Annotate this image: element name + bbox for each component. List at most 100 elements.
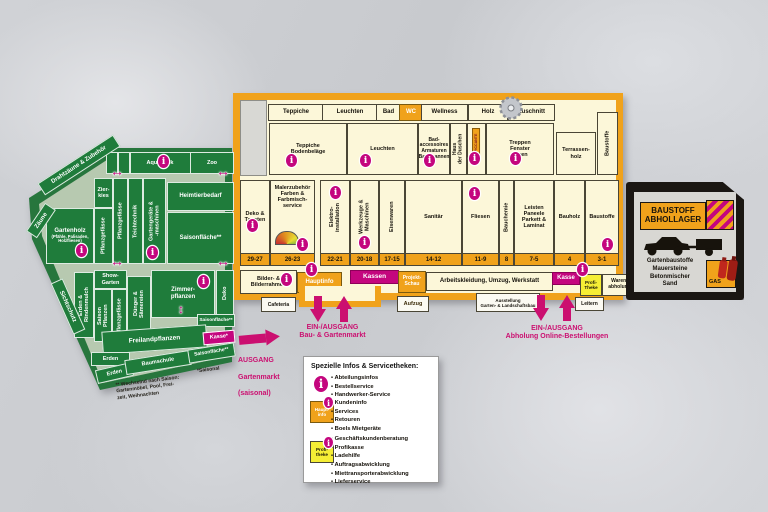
info-icon: i xyxy=(76,244,87,257)
aisle-4: 4 xyxy=(554,253,585,266)
dept-piccante-showcase: PICCANTE xyxy=(467,123,486,175)
aisle-26-23: 26-23 xyxy=(270,253,315,266)
dept-malerzubehoer: Malerzubehör Farben & Farbmisch- service xyxy=(270,180,315,258)
passage-arrow-icon: ↔ xyxy=(110,253,124,269)
exit-label-line: Gartenmarkt xyxy=(238,373,280,381)
strip-wc: WC xyxy=(399,104,423,121)
building-material-pickup-yard: BAUSTOFF ABHOLLAGER Gartenbaustoffe Maue… xyxy=(626,182,744,300)
dept-bad-accessoires: Bad- accessoires Armaturen Badewannen xyxy=(418,123,450,175)
legend-hauptinfo-list: KundeninfoServicesRetourenBoels Mietgerä… xyxy=(331,399,435,434)
aisle-20-18: 20-18 xyxy=(350,253,379,266)
legend-item: Ladehilfe xyxy=(331,452,437,461)
entrance-arrow-up-icon xyxy=(559,295,575,321)
info-icon: i xyxy=(602,238,613,251)
gas-bottles-icon xyxy=(717,255,738,281)
legend-item: Abteilungsinfos xyxy=(331,374,435,383)
pickup-yard-panel: BAUSTOFF ABHOLLAGER Gartenbaustoffe Maue… xyxy=(634,192,738,292)
strip-leuchten: Leuchten xyxy=(322,104,378,121)
entrance-arrow-down-icon xyxy=(533,295,549,321)
strip-bad: Bad xyxy=(376,104,401,121)
info-icon: i xyxy=(281,273,292,286)
profitheke-legend-label: Profi- theke xyxy=(315,446,328,457)
info-icon: i xyxy=(324,397,333,408)
exit-label-line: AUSGANG xyxy=(238,357,274,365)
aisle-7-5: 7-5 xyxy=(514,253,554,266)
exit-label-gartenmarkt: AUSGANG Gartenmarkt (saisonal) xyxy=(238,349,308,399)
info-icon: i xyxy=(324,437,333,448)
info-icon: i xyxy=(360,154,371,167)
entrance-arrow-down-icon xyxy=(310,296,326,322)
aisle-8: 8 xyxy=(499,253,514,266)
legend-item: Lieferservice xyxy=(331,478,437,487)
info-icon: i xyxy=(314,376,328,392)
dept-heimtierbedarf: Heimtierbedarf xyxy=(167,182,234,211)
dept-duenger: Dünger & Sämereien xyxy=(127,276,151,332)
dept-zoo: Zoo xyxy=(190,152,234,174)
aisle-3-1: 3-1 xyxy=(585,253,619,266)
assortment-line: Sand xyxy=(662,281,678,288)
dept-sanitaer: Sanitär xyxy=(405,180,462,254)
strip-teppiche: Teppiche xyxy=(268,104,324,121)
dept-treppen-fenster-tueren: Treppen Fenster Türen xyxy=(486,123,554,175)
aisle-14-12: 14-12 xyxy=(405,253,462,266)
dept-deko-garten: Deko xyxy=(216,270,234,316)
dept-leuchten: Leuchten xyxy=(347,123,418,175)
legend-item: Boels Mietgeräte xyxy=(331,425,435,434)
dept-saisonflaeche-oben: Saisonfläche** xyxy=(167,212,234,264)
entrance-label-bau-gartenmarkt: EIN-/AUSGANG Bau- & Gartenmarkt xyxy=(299,324,366,340)
legend-title: Spezielle Infos & Servicetheken: xyxy=(311,363,419,370)
exhibition-box: Ausstellung Garten- & Landschaftsbau xyxy=(476,293,540,312)
dept-gartenholz: Gartenholz (Pfähle, Palisaden, Holzflies… xyxy=(46,208,94,264)
dept-deko-tapeten: Deko & Tapeten xyxy=(240,180,270,254)
dept-pflanzgefaesse-2: Pflanzgefässe xyxy=(113,178,128,264)
hauptinfo-legend-label: Haupt- info xyxy=(314,406,330,417)
dept-baustoffe-rechts: Baustoffe xyxy=(597,112,618,175)
legend-item: Auftragsabwicklung xyxy=(331,461,437,470)
legend-item: Handwerker-Service xyxy=(331,391,435,400)
dept-eisenwaren: Eisenwaren xyxy=(379,180,405,254)
gas-label: GAS xyxy=(709,279,721,285)
info-icon: i xyxy=(330,186,341,199)
legend-info-list: AbteilungsinfosBestellserviceHandwerker-… xyxy=(331,374,435,400)
passage-arrow-icon: ↔ xyxy=(110,163,124,179)
aisle-29-27: 29-27 xyxy=(240,253,270,266)
non-sales-area xyxy=(240,100,267,176)
checkout-right: Kasse xyxy=(552,272,580,285)
small-room xyxy=(118,152,130,174)
info-icon: i xyxy=(306,263,317,276)
dept-arbeitskleidung: Arbeitskleidung, Umzug, Werkstatt xyxy=(426,272,553,291)
gas-station-box: GAS xyxy=(706,255,738,288)
info-icon: i xyxy=(158,155,169,168)
dept-teichtechnik: Teichtechnik xyxy=(128,178,143,264)
dept-sublabel: (Pfähle, Palisaden, Holzfliesen) xyxy=(51,233,89,244)
pickup-yard-assortment: Gartenbaustoffe Mauersteine Betonmischer… xyxy=(634,258,706,289)
dept-leisten: Leisten Paneele Parkett & Laminat xyxy=(514,180,554,254)
dept-bauchemie: Bauchemie xyxy=(499,180,514,254)
legend-panel: Spezielle Infos & Servicetheken: i Abtei… xyxy=(303,356,439,485)
dept-label: Gartenholz xyxy=(54,228,86,235)
exit-arrow-right-icon xyxy=(238,328,281,349)
legend-profitheke-list: GeschäftskundenberatungProfikasseLadehil… xyxy=(331,435,437,487)
pro-desk: Profi- Theke xyxy=(580,274,602,296)
exit-label-line: (saisonal) xyxy=(238,390,271,398)
legend-item: Services xyxy=(331,408,435,417)
dept-terrassenholz: Terrassen- holz xyxy=(556,132,596,175)
info-icon: i xyxy=(359,236,370,249)
ladders-box: Leitern xyxy=(575,297,604,311)
info-icon: i xyxy=(424,154,435,167)
info-icon: i xyxy=(147,246,158,259)
project-show: Projekt- Schau xyxy=(398,271,426,293)
car-with-trailer-icon xyxy=(644,237,722,256)
info-icon: i xyxy=(198,275,209,288)
entrance-label-online-abholung: EIN-/AUSGANG Abholung Online-Bestellunge… xyxy=(505,325,609,341)
dept-zierkies: Zier- kies xyxy=(94,178,113,208)
diy-store-building: Teppiche Leuchten Bad WC Wellness Holz Z… xyxy=(233,93,637,300)
legend-item: Bestellservice xyxy=(331,383,435,392)
legend-item: Geschäftskundenberatung xyxy=(331,435,437,444)
strip-wellness: Wellness xyxy=(421,104,468,121)
dept-haus-der-duschen: Haus der Duschen xyxy=(450,123,467,175)
assortment-line: Betonmischer xyxy=(649,273,690,280)
passage-arrow-icon: ↔ xyxy=(216,163,230,179)
passage-arrow-icon: ↔ xyxy=(216,253,230,269)
